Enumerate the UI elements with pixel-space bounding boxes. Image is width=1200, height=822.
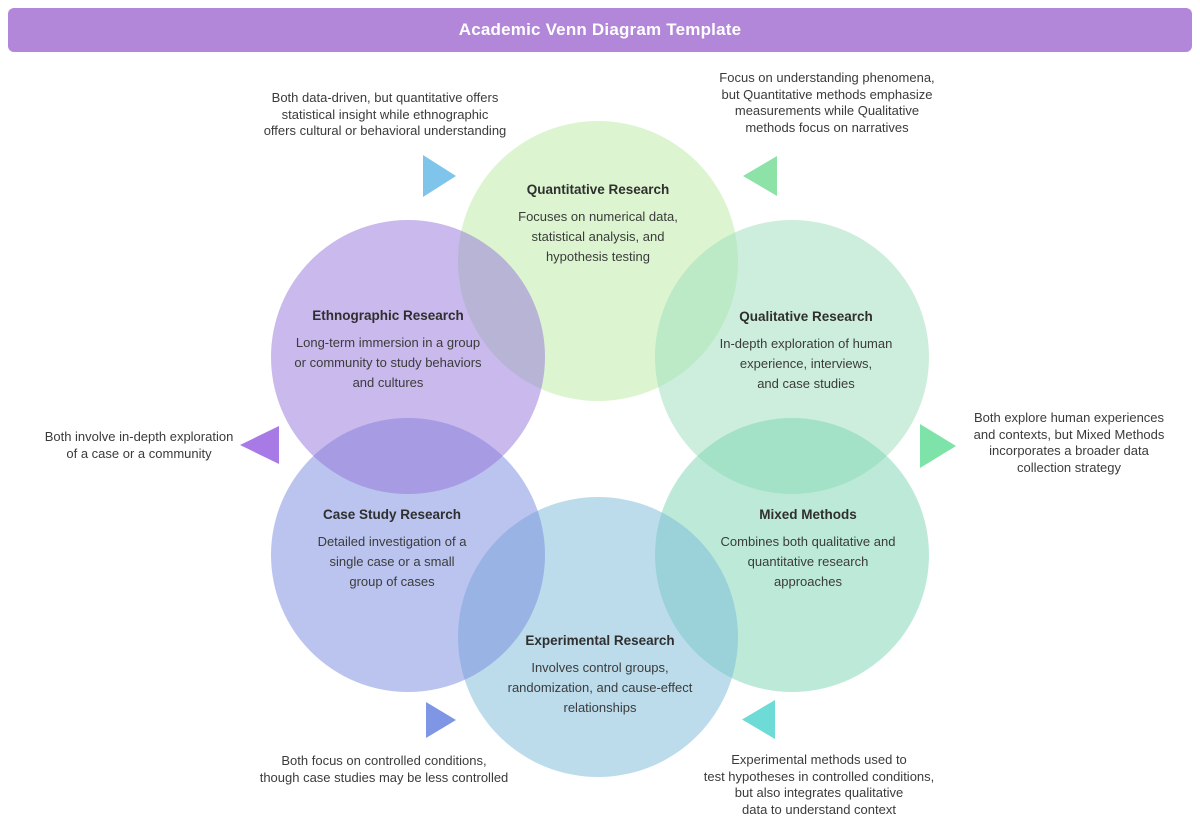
- circle-description: Combines both qualitative and quantitati…: [720, 534, 896, 589]
- annotation-ethnographic-case: Both involve in-depth exploration of a c…: [44, 429, 234, 461]
- triangle-right-icon: [426, 702, 456, 738]
- annotation-qualitative-mixed: Both explore human experiences and conte…: [973, 410, 1165, 475]
- circle-description: Long-term immersion in a group or commun…: [294, 335, 482, 390]
- label-qualitative-research: Qualitative Research In-depth exploratio…: [686, 309, 926, 394]
- title-bar: Academic Venn Diagram Template: [8, 8, 1192, 52]
- annotation-case-experimental: Both focus on controlled conditions, tho…: [259, 753, 509, 785]
- label-mixed-methods: Mixed Methods Combines both qualitative …: [688, 507, 928, 592]
- circle-description: In-depth exploration of human experience…: [719, 336, 893, 391]
- circle-title: Experimental Research: [525, 633, 675, 648]
- annotation-quantitative-qualitative: Focus on understanding phenomena, but Qu…: [719, 70, 935, 135]
- circle-title: Mixed Methods: [759, 507, 857, 522]
- triangle-left-icon: [743, 156, 777, 196]
- label-experimental-research: Experimental Research Involves control g…: [480, 633, 720, 718]
- circle-description: Focuses on numerical data, statistical a…: [518, 209, 678, 264]
- page-title: Academic Venn Diagram Template: [458, 20, 742, 39]
- circle-description: Involves control groups, randomization, …: [507, 660, 693, 715]
- circle-title: Ethnographic Research: [312, 308, 464, 323]
- annotation-quantitative-ethnographic: Both data-driven, but quantitative offer…: [263, 90, 507, 138]
- circle-title: Qualitative Research: [739, 309, 873, 324]
- label-ethnographic-research: Ethnographic Research Long-term immersio…: [268, 308, 508, 393]
- circle-description: Detailed investigation of a single case …: [317, 534, 467, 589]
- label-case-study-research: Case Study Research Detailed investigati…: [272, 507, 512, 592]
- circle-ethnographic-research: [271, 220, 545, 494]
- circle-title: Quantitative Research: [526, 182, 670, 197]
- triangle-right-icon: [423, 155, 456, 197]
- triangle-left-icon: [742, 700, 775, 739]
- circle-title: Case Study Research: [322, 507, 462, 522]
- label-quantitative-research: Quantitative Research Focuses on numeric…: [478, 182, 718, 267]
- annotation-experimental-mixed: Experimental methods used to test hypoth…: [703, 752, 935, 817]
